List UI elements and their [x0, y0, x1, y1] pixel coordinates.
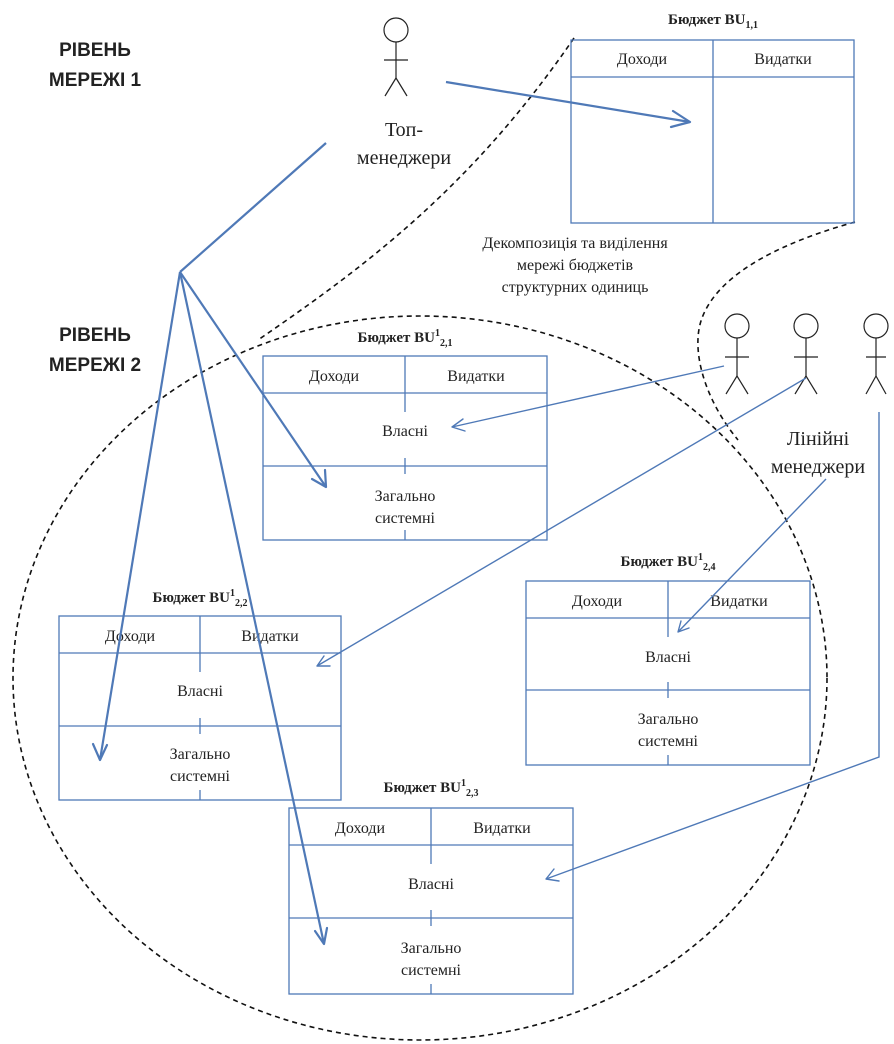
budget-bu23-title: Бюджет BU12,3 — [384, 778, 479, 799]
budget-bu23-own-row: Власні — [408, 876, 454, 893]
level2-label-line1: РІВЕНЬ — [59, 325, 131, 346]
hub-to-bu22-connector — [98, 271, 182, 761]
budget-bu11-title: Бюджет BU1,1 — [668, 12, 758, 31]
line-manager-to-bu23-connector — [545, 412, 880, 880]
decomposition-note-line3: структурних одиниць — [502, 279, 649, 296]
budget-bu24-general-row-line1: Загально — [638, 711, 699, 728]
budget-bu24-income-header: Доходи — [572, 593, 623, 610]
level2-boundary-ellipse — [12, 315, 828, 1041]
budget-bu24-own-row: Власні — [645, 649, 691, 666]
budget-bu11: Бюджет BU1,1 Доходи Видатки — [570, 12, 855, 224]
budget-bu22: Бюджет BU12,2 Доходи Видатки Власні Зага… — [58, 588, 342, 801]
budget-bu23-income-header: Доходи — [335, 820, 386, 837]
arrowhead-icon — [677, 620, 690, 633]
line-manager-to-bu22-connector — [316, 377, 807, 667]
line-manager-figure-icon — [724, 313, 750, 395]
level1-label-line2: МЕРЕЖІ 1 — [49, 70, 142, 91]
line-managers-label-line1: Лінійні — [787, 428, 850, 450]
budget-bu21-expenses-header: Видатки — [447, 368, 505, 385]
budget-bu21-title: Бюджет BU12,1 — [358, 328, 453, 349]
top-to-hub-connector — [179, 142, 327, 273]
budget-bu23-expenses-header: Видатки — [473, 820, 531, 837]
line-manager-to-bu21-connector — [451, 365, 725, 428]
budget-bu24-expenses-header: Видатки — [710, 593, 768, 610]
top-managers-label-line1: Топ- — [385, 119, 423, 141]
hub-to-bu21-connector — [179, 271, 327, 488]
budget-bu11-income-header: Доходи — [617, 51, 668, 68]
budget-bu11-expenses-header: Видатки — [754, 51, 812, 68]
level1-label-line1: РІВЕНЬ — [59, 40, 131, 61]
budget-bu22-income-header: Доходи — [105, 628, 156, 645]
budget-bu23: Бюджет BU12,3 Доходи Видатки Власні Зага… — [288, 778, 574, 995]
budget-bu21-income-header: Доходи — [309, 368, 360, 385]
arrowhead-icon — [313, 926, 329, 946]
budget-bu22-general-row-line2: системні — [170, 768, 231, 785]
budget-bu22-general-row-line1: Загально — [170, 746, 231, 763]
line-manager-to-bu24-connector — [677, 478, 827, 633]
line-manager-figure-icon — [793, 313, 819, 395]
budget-bu22-title: Бюджет BU12,2 — [153, 588, 248, 609]
budget-bu24-title: Бюджет BU12,4 — [621, 552, 716, 573]
hub-to-bu23-connector — [178, 271, 326, 945]
top-manager-figure-icon — [383, 17, 409, 97]
arrowhead-icon — [91, 742, 109, 762]
top-to-bu11-connector — [445, 80, 691, 124]
decomposition-boundary-right — [697, 221, 856, 441]
budget-bu24: Бюджет BU12,4 Доходи Видатки Власні Зага… — [525, 552, 811, 766]
budget-bu21-own-row: Власні — [382, 423, 428, 440]
arrowhead-icon — [669, 109, 692, 129]
budget-bu23-general-row-line2: системні — [401, 962, 462, 979]
arrowhead-icon — [310, 468, 328, 489]
line-managers-label-line2: менеджери — [771, 456, 865, 478]
arrowhead-icon — [451, 418, 466, 432]
level2-label-line2: МЕРЕЖІ 2 — [49, 355, 141, 376]
decomposition-note-line2: мережі бюджетів — [517, 257, 634, 274]
budget-bu21: Бюджет BU12,1 Доходи Видатки Власні Зага… — [262, 328, 548, 541]
budget-bu22-own-row: Власні — [177, 683, 223, 700]
budget-bu23-general-row-line1: Загально — [401, 940, 462, 957]
budget-bu21-general-row-line1: Загально — [375, 488, 436, 505]
budget-bu21-general-row-line2: системні — [375, 510, 436, 527]
budget-bu24-general-row-line2: системні — [638, 733, 699, 750]
budget-bu22-expenses-header: Видатки — [241, 628, 299, 645]
top-managers-label-line2: менеджери — [357, 147, 451, 169]
arrowhead-icon — [316, 655, 331, 667]
line-manager-figure-icon — [863, 313, 889, 395]
arrowhead-icon — [545, 868, 560, 882]
decomposition-note-line1: Декомпозиція та виділення — [482, 235, 668, 252]
